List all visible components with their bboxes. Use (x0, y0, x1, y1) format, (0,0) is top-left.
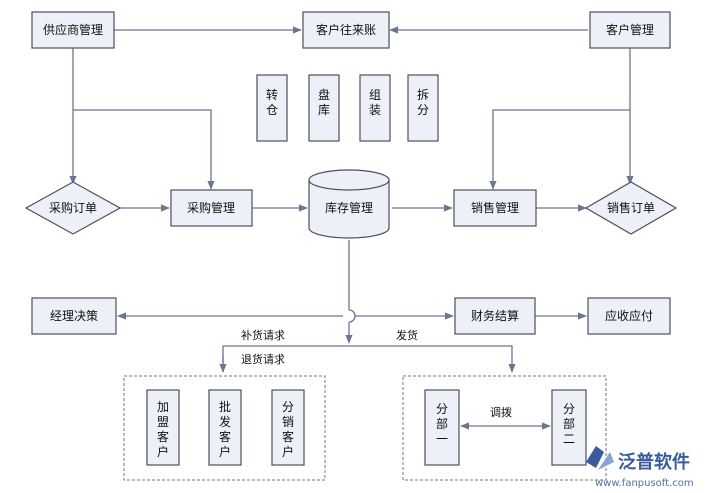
node-label: 加盟客户 (157, 400, 169, 459)
label-replenish-request: 补货请求 (241, 328, 285, 342)
node-supplier-mgmt[interactable]: 供应商管理 (31, 11, 115, 49)
node-label: 库存管理 (325, 200, 373, 215)
node-finance-settlement[interactable]: 财务结算 (454, 297, 536, 335)
node-purchase-order[interactable]: 采购订单 (24, 181, 122, 235)
label-allocate: 调拨 (490, 405, 512, 419)
node-purchase-mgmt[interactable]: 采购管理 (170, 189, 253, 227)
node-label: 拆分 (417, 87, 429, 117)
node-sales-mgmt[interactable]: 销售管理 (453, 189, 537, 227)
customer-group (123, 375, 326, 481)
node-label: 销售订单 (607, 200, 655, 215)
logo-mark-icon (586, 446, 614, 470)
connectors (69, 26, 634, 430)
node-inventory-mgmt[interactable]: 库存管理 (308, 169, 390, 239)
node-label: 财务结算 (471, 308, 519, 323)
node-disassemble[interactable]: 拆分 (407, 74, 439, 142)
arrow-ship (349, 345, 516, 373)
logo-url: www.fanpusoft.com (595, 478, 694, 489)
line-crossover-hop (348, 309, 356, 323)
node-label: 供应商管理 (43, 22, 103, 37)
node-customer-account[interactable]: 客户往来账 (302, 11, 390, 49)
node-assemble[interactable]: 组装 (359, 74, 391, 142)
node-transfer[interactable]: 转仓 (256, 74, 288, 142)
node-label: 客户管理 (606, 22, 654, 37)
arrow-supplier-to-purchase-mgmt (73, 109, 215, 190)
node-receivable-payable[interactable]: 应收应付 (587, 297, 671, 335)
node-label: 转仓 (266, 87, 278, 117)
node-sales-order[interactable]: 销售订单 (584, 181, 678, 235)
node-label: 盘库 (318, 87, 330, 117)
node-label: 分销客户 (282, 400, 294, 459)
node-branch-two[interactable]: 分部二 (551, 389, 587, 466)
node-branch-one[interactable]: 分部一 (424, 389, 460, 466)
node-wholesale-customer[interactable]: 批发客户 (208, 389, 242, 466)
logo-name: 泛普软件 (618, 451, 690, 473)
arrow-customer-to-sales-mgmt (489, 109, 630, 190)
node-label: 批发客户 (219, 399, 231, 459)
node-label: 采购订单 (49, 200, 97, 215)
node-label: 销售管理 (471, 200, 519, 215)
node-label: 经理决策 (50, 309, 98, 323)
label-ship: 发货 (396, 328, 418, 342)
branch-group (402, 375, 607, 481)
node-franchise-customer[interactable]: 加盟客户 (146, 389, 180, 466)
node-customer-mgmt[interactable]: 客户管理 (589, 11, 671, 49)
node-label: 分部一 (436, 402, 448, 446)
node-label: 分部二 (563, 402, 575, 446)
node-label: 应收应付 (605, 308, 653, 323)
node-stocktake[interactable]: 盘库 (308, 74, 340, 142)
node-label: 组装 (369, 88, 381, 117)
node-distribution-customer[interactable]: 分销客户 (271, 389, 305, 466)
brand-logo: 泛普软件 www.fanpusoft.com (586, 446, 694, 489)
label-return-request: 退货请求 (241, 352, 285, 366)
node-label: 客户往来账 (316, 22, 376, 37)
node-label: 采购管理 (187, 200, 235, 215)
node-manager-decision[interactable]: 经理决策 (31, 297, 117, 335)
